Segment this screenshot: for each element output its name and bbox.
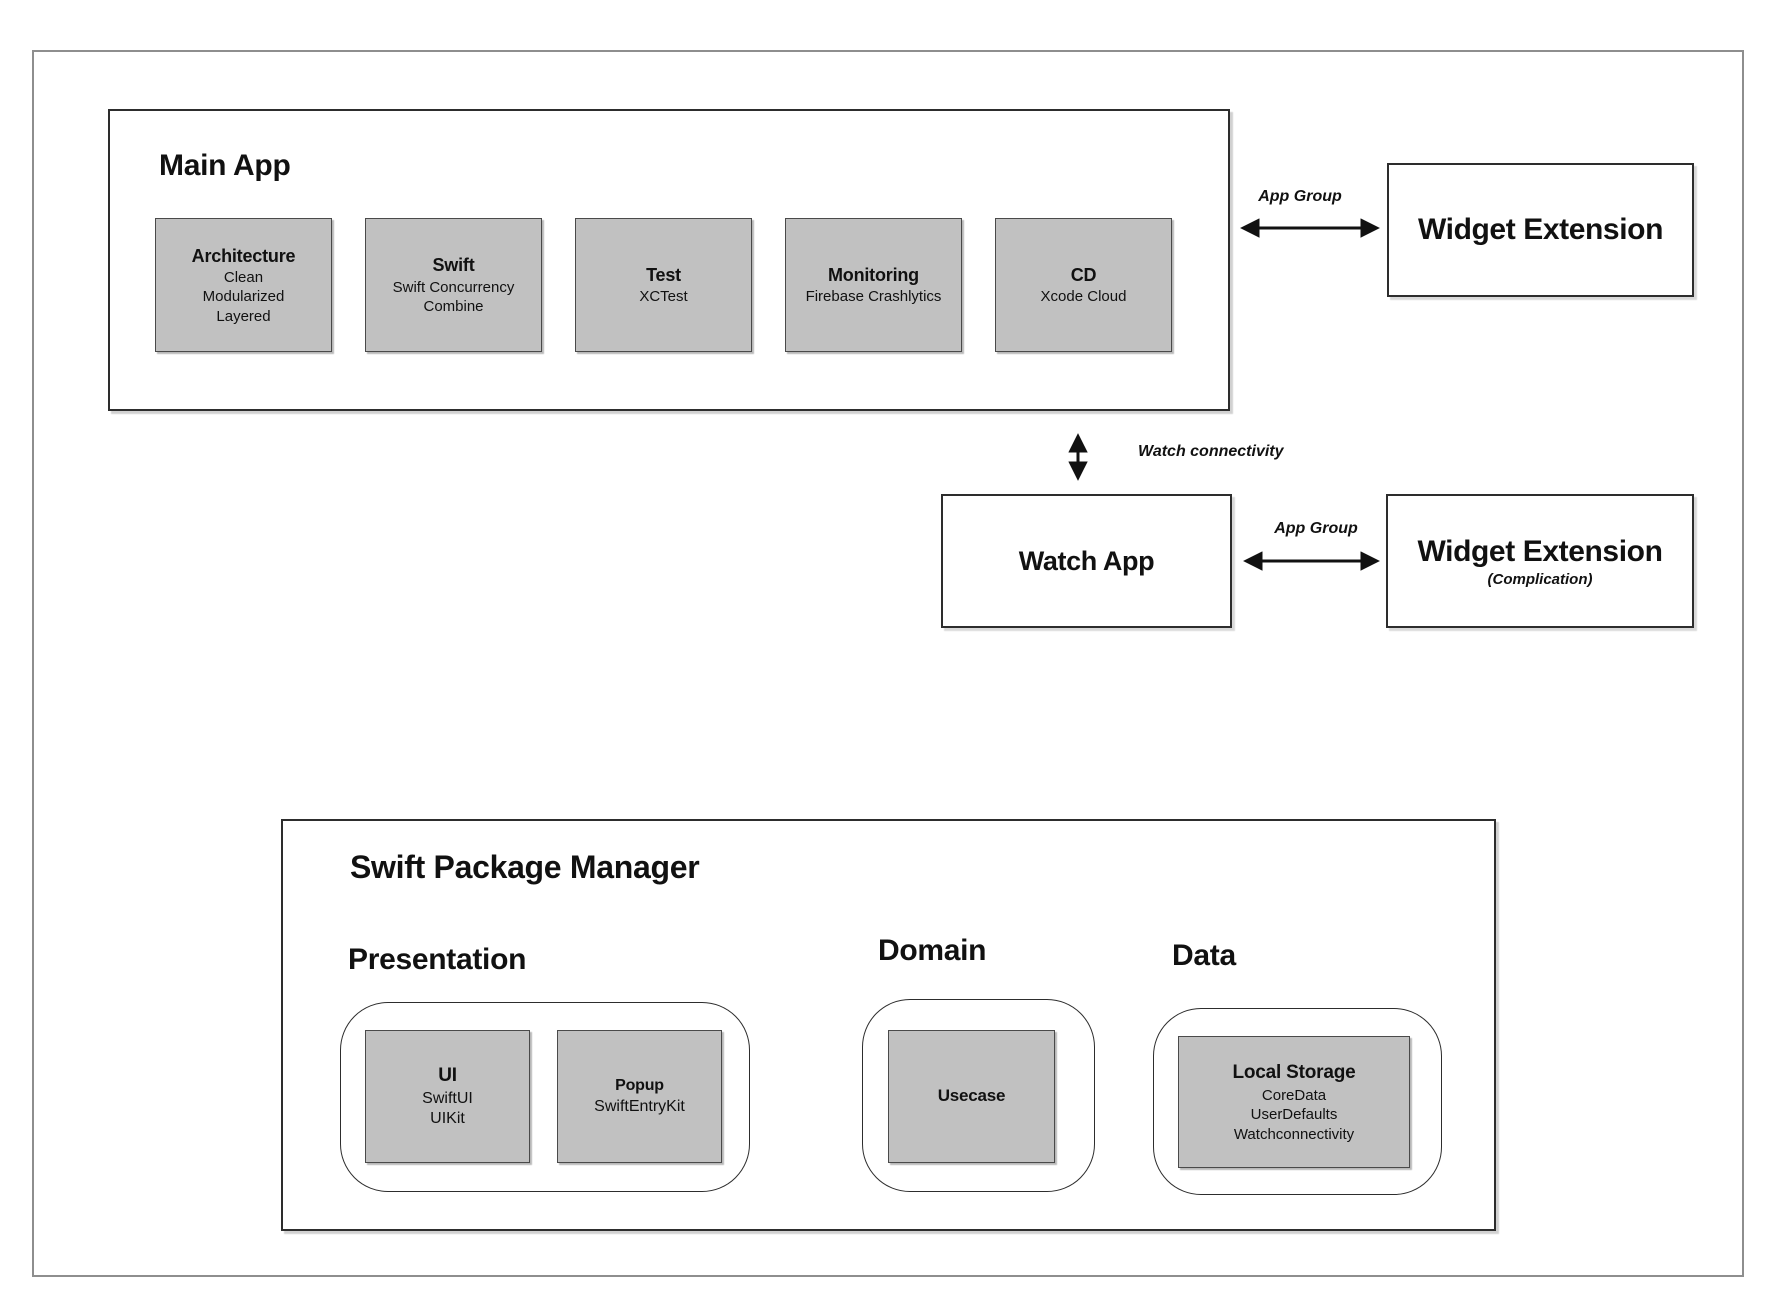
module-title: Usecase xyxy=(937,1086,1006,1106)
module-line: Swift Concurrency xyxy=(392,278,515,296)
widget-extension-complication-box: Widget Extension (Complication) xyxy=(1386,494,1694,628)
widget-extension-box: Widget Extension xyxy=(1387,163,1694,297)
module-line: SwiftEntryKit xyxy=(594,1097,685,1115)
module-local-storage: Local Storage CoreData UserDefaults Watc… xyxy=(1178,1036,1410,1168)
module-title: Swift xyxy=(432,255,475,276)
main-app-title: Main App xyxy=(159,149,291,182)
module-ui: UI SwiftUI UIKit xyxy=(365,1030,530,1163)
module-title: UI xyxy=(438,1064,457,1086)
module-title: CD xyxy=(1070,265,1097,286)
module-test: Test XCTest xyxy=(575,218,752,352)
app-group-top-label: App Group xyxy=(1258,188,1342,205)
presentation-heading: Presentation xyxy=(348,943,527,976)
module-line: SwiftUI xyxy=(422,1089,473,1107)
module-title: Monitoring xyxy=(828,265,919,286)
watch-app-box: Watch App xyxy=(941,494,1232,628)
widget-extension-complication-subtitle: (Complication) xyxy=(1487,570,1593,588)
module-line: Xcode Cloud xyxy=(1040,288,1127,306)
module-line: Combine xyxy=(423,298,484,316)
module-title: Test xyxy=(646,265,681,286)
data-heading: Data xyxy=(1172,939,1236,972)
module-title: Architecture xyxy=(191,245,296,266)
widget-extension-complication-title: Widget Extension xyxy=(1417,534,1663,568)
module-popup: Popup SwiftEntryKit xyxy=(557,1030,722,1163)
module-line: XCTest xyxy=(639,288,688,306)
module-line: Layered xyxy=(216,307,271,325)
watch-app-title: Watch App xyxy=(1018,545,1155,576)
module-line: UIKit xyxy=(430,1110,465,1128)
module-line: Modularized xyxy=(202,288,285,306)
module-swift: Swift Swift Concurrency Combine xyxy=(365,218,542,352)
app-group-bottom-label: App Group xyxy=(1274,520,1358,537)
page-border xyxy=(32,50,1744,1277)
module-title: Popup xyxy=(615,1077,664,1095)
module-line: UserDefaults xyxy=(1250,1106,1338,1124)
module-usecase: Usecase xyxy=(888,1030,1055,1163)
module-monitoring: Monitoring Firebase Crashlytics xyxy=(785,218,962,352)
module-line: Firebase Crashlytics xyxy=(805,288,942,306)
domain-heading: Domain xyxy=(878,934,987,967)
module-cd: CD Xcode Cloud xyxy=(995,218,1172,352)
widget-extension-title: Widget Extension xyxy=(1417,213,1663,246)
module-title: Local Storage xyxy=(1232,1061,1356,1083)
module-architecture: Architecture Clean Modularized Layered xyxy=(155,218,332,352)
spm-title: Swift Package Manager xyxy=(350,849,700,885)
module-line: Clean xyxy=(223,268,264,286)
module-line: Watchconnectivity xyxy=(1233,1125,1355,1143)
watch-connectivity-label: Watch connectivity xyxy=(1138,443,1284,460)
module-line: CoreData xyxy=(1261,1086,1327,1104)
